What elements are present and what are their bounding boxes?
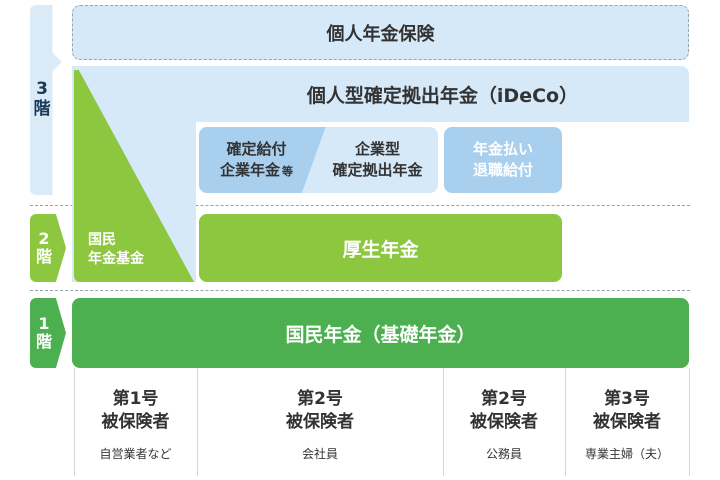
floor-3-number: 3	[36, 79, 48, 100]
employee-pension-label: 厚生年金	[342, 238, 419, 261]
floor-2-number: 2	[38, 228, 50, 248]
column-4-line1: 第3号	[604, 388, 650, 409]
floor-3-unit: 階	[33, 99, 51, 119]
column-2-line1: 第2号	[297, 388, 343, 409]
column-category-3: 第3号 被保険者 専業主婦（夫）	[565, 380, 689, 470]
ideco-label: 個人型確定拠出年金（iDeCo）	[306, 84, 579, 107]
column-1-example: 自営業者など	[99, 447, 172, 462]
column-4-line2: 被保険者	[593, 411, 661, 432]
column-category-2-company: 第2号 被保険者 会社員	[197, 380, 443, 470]
column-category-1: 第1号 被保険者 自営業者など	[74, 380, 197, 470]
civil-line1: 年金払い	[472, 140, 533, 158]
column-1-line1: 第1号	[112, 388, 159, 409]
db-line1: 確定給付	[226, 140, 287, 158]
column-1-line2: 被保険者	[101, 411, 170, 432]
column-divider	[443, 368, 444, 476]
column-divider	[197, 368, 198, 476]
column-4-example: 専業主婦（夫）	[584, 447, 669, 462]
floor-1-unit: 階	[35, 332, 52, 351]
floor-separator-2-1	[30, 290, 690, 291]
npf-line1: 国民	[88, 232, 116, 248]
civil-line2: 退職給付	[472, 161, 533, 179]
db-section: 確定給付 企業年金等	[199, 127, 314, 193]
column-category-2-civil: 第2号 被保険者 公務員	[443, 380, 565, 470]
private-pension-label: 個人年金保険	[326, 23, 435, 45]
corporate-pension-box: 確定給付 企業年金等 企業型 確定拠出年金	[199, 127, 438, 193]
floor-3-tab: 3 階	[30, 5, 62, 195]
ideco-label-wrap: 個人型確定拠出年金（iDeCo）	[196, 66, 689, 122]
civil-servant-benefit-box: 年金払い 退職給付	[444, 127, 562, 193]
dc-line1: 企業型	[354, 140, 400, 158]
private-pension-box: 個人年金保険	[72, 5, 689, 60]
floor-1-number: 1	[38, 313, 50, 333]
db-suffix: 等	[282, 165, 293, 178]
column-3-example: 公務員	[485, 447, 522, 462]
db-line2: 企業年金	[219, 161, 280, 179]
column-3-line2: 被保険者	[470, 411, 538, 432]
column-3-line1: 第2号	[481, 388, 527, 409]
db-section-bg	[199, 127, 326, 193]
dc-section: 企業型 確定拠出年金	[317, 127, 438, 193]
column-2-line2: 被保険者	[286, 411, 354, 432]
floor-separator-3-2	[30, 205, 690, 206]
npf-line2: 年金基金	[88, 250, 144, 267]
db-line2-wrap: 企業年金等	[220, 160, 293, 181]
column-divider	[74, 368, 75, 476]
national-pension-box: 国民年金（基礎年金）	[72, 298, 689, 368]
floor-1-tab: 1 階	[30, 298, 66, 368]
floor-2-unit: 階	[35, 247, 52, 266]
national-pension-label: 国民年金（基礎年金）	[285, 323, 476, 346]
column-2-example: 会社員	[301, 447, 338, 462]
dc-line2: 確定拠出年金	[332, 161, 423, 179]
column-divider	[689, 368, 690, 476]
national-pension-fund-label: 国民 年金基金	[88, 231, 144, 269]
floor-2-tab: 2 階	[30, 214, 66, 282]
employee-pension-box: 厚生年金	[199, 214, 562, 282]
column-divider	[565, 368, 566, 476]
